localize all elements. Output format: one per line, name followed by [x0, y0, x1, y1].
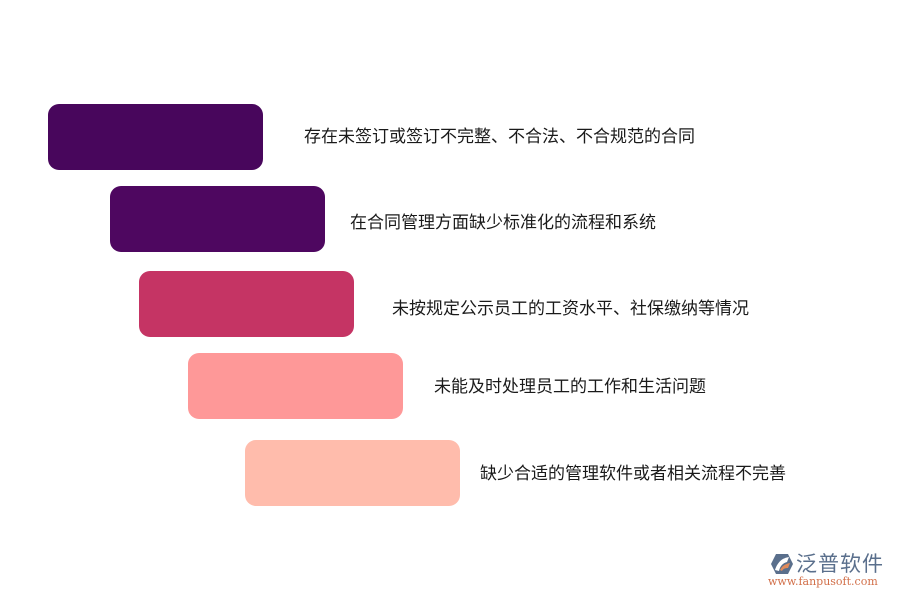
logo-name: 泛普软件 [796, 552, 884, 576]
item-label-4: 未能及时处理员工的工作和生活问题 [434, 377, 706, 397]
fanpu-logo-icon [771, 554, 793, 574]
item-label-2: 在合同管理方面缺少标准化的流程和系统 [350, 213, 656, 233]
item-bar-4 [188, 353, 403, 419]
item-bar-1 [48, 104, 263, 170]
brand-logo: 泛普软件 www.fanpusoft.com [768, 551, 896, 591]
item-label-1: 存在未签订或签订不完整、不合法、不合规范的合同 [304, 127, 695, 147]
item-bar-2 [110, 186, 325, 252]
item-bar-3 [139, 271, 354, 337]
logo-url: www.fanpusoft.com [768, 575, 878, 588]
item-label-5: 缺少合适的管理软件或者相关流程不完善 [480, 464, 786, 484]
item-label-3: 未按规定公示员工的工资水平、社保缴纳等情况 [392, 299, 749, 319]
item-bar-5 [245, 440, 460, 506]
